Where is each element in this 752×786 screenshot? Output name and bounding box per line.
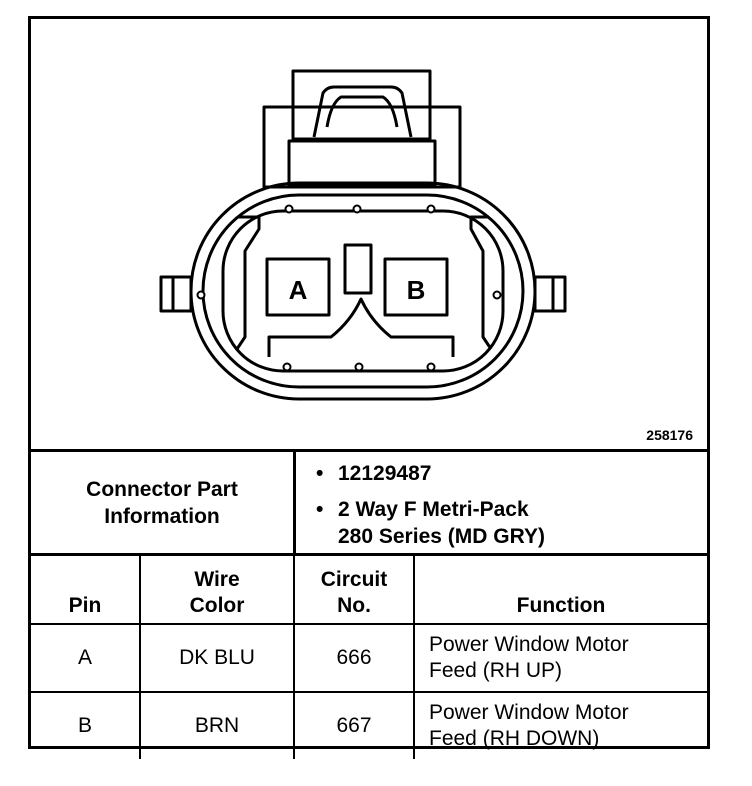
circuit-cell: 666 [293,623,415,693]
connector-body-inner [201,193,525,389]
header-function-text: Function [516,594,606,617]
function-line: Feed (RH DOWN) [429,727,600,750]
part-description-line: 2 Way F Metri-Pack [338,498,529,521]
part-description-item: • 2 Way F Metri-Pack 280 Series (MD GRY) [316,496,545,550]
part-info-values: • 12129487 • 2 Way F Metri-Pack 280 Seri… [296,452,707,553]
rivet [352,204,362,214]
figure-number: 258176 [646,427,693,443]
header-function: Function [413,555,707,625]
left-keyway [235,215,261,350]
part-info-label-line: Connector Part [86,477,238,501]
header-circuit: Circuit No. [293,555,415,625]
cavity-a-label: A [289,275,308,305]
header-circuit-line: Circuit [320,568,388,591]
function-line: Power Window Motor [429,701,629,724]
right-keyway [469,215,493,350]
rivet [196,290,206,300]
part-number: 12129487 [338,462,432,485]
cavity-bottom-rib [267,297,455,357]
rivet [492,290,502,300]
pin-cell: B [31,691,141,759]
latch-inner [325,95,399,128]
connector-sheet: A B 258176 Connector Part Information • … [28,16,710,759]
bullet-icon: • [316,498,324,521]
function-cell: Power Window Motor Feed (RH UP) [413,623,707,693]
rivet [426,362,436,372]
left-ear [159,275,193,313]
part-number-item: • 12129487 [316,460,432,487]
table-header-row: Pin Wire Color Circuit No. Function [31,555,707,625]
wire-color-cell: BRN [139,691,295,759]
pin-cell: A [31,623,141,693]
header-wire-color-line: Wire [194,568,240,591]
header-circuit-line: No. [337,594,371,617]
part-info-label-line: Information [104,504,220,528]
part-info-label-cell: Connector Part Information [31,452,296,553]
circuit-cell: 667 [293,691,415,759]
latch-window [312,85,413,138]
connector-diagram: A B 258176 [31,19,707,452]
cavity-b-label: B [407,275,426,305]
cavity-a-frame [265,257,331,317]
wire-color-cell: DK BLU [139,623,295,693]
rivet [426,204,436,214]
function-line: Power Window Motor [429,633,629,656]
right-ear [533,275,567,313]
latch-housing [262,105,462,189]
header-wire-color: Wire Color [139,555,295,625]
rivet [284,204,294,214]
center-key [343,243,373,295]
part-description-line: 280 Series (MD GRY) [338,525,545,548]
connector-part-info: Connector Part Information • 12129487 • … [31,452,707,556]
table-row: A DK BLU 666 Power Window Motor Feed (RH… [31,623,707,693]
cavity-face [221,209,505,373]
rivet [282,362,292,372]
bullet-icon: • [316,462,324,485]
header-pin-text: Pin [68,594,102,617]
function-line: Feed (RH UP) [429,659,563,682]
table-row: B BRN 667 Power Window Motor Feed (RH DO… [31,691,707,759]
header-pin: Pin [31,555,141,625]
function-cell: Power Window Motor Feed (RH DOWN) [413,691,707,759]
part-info-label: Connector Part Information [62,476,262,530]
latch-tab [291,69,432,141]
pin-table: Pin Wire Color Circuit No. Function A DK… [31,555,707,759]
connector-drawing: A B [159,69,567,401]
latch-base [287,139,437,187]
rivet [354,362,364,372]
header-wire-color-line: Color [189,594,245,617]
cavity-b-frame [383,257,449,317]
